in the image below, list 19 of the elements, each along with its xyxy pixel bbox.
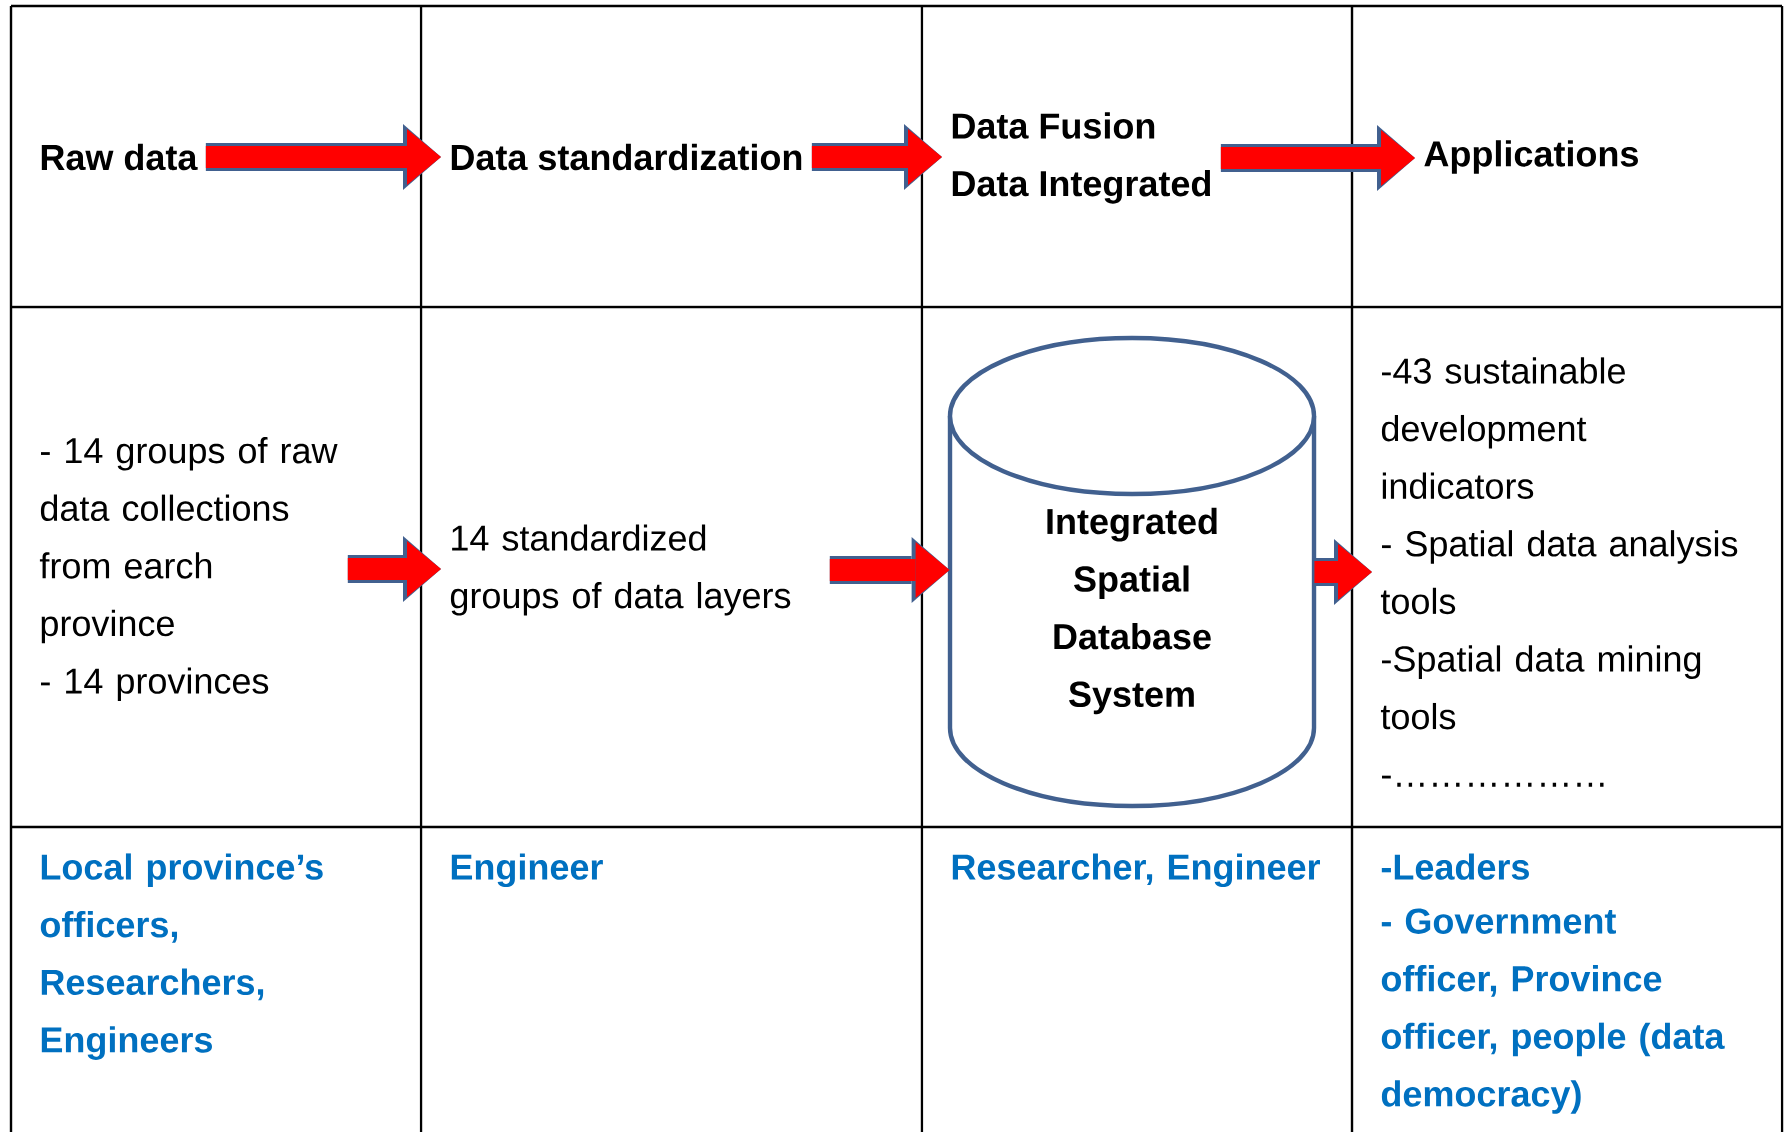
- description-text: -43 sustainable development indicators - Spatial data analysis tools -Spatial data mining tools -………………: [1380, 357, 1738, 787]
- block-arrow: [347, 536, 441, 602]
- role-text: - Government officer, Province officer, people (data democracy): [1381, 908, 1725, 1114]
- database-cylinder: Integrated Spatial Database System: [947, 335, 1317, 809]
- role-text: Engineer: [451, 853, 603, 888]
- block-arrow: [1220, 125, 1415, 191]
- description-text: 14 standardized groups of data layers: [450, 524, 791, 616]
- step-label: Applications: [1424, 140, 1638, 174]
- block-arrow: [811, 124, 942, 190]
- role-text: -Leaders: [1381, 853, 1529, 880]
- block-arrow: [1314, 539, 1372, 605]
- step-label: Data standardization: [451, 143, 802, 171]
- block-arrow: [205, 124, 441, 190]
- description-text: - 14 groups of raw data collections from earch province - 14 provinces: [39, 437, 338, 701]
- block-arrow: [829, 537, 950, 603]
- step-label: Raw data: [41, 143, 198, 171]
- step-label: Data Fusion Data Integrated: [952, 112, 1211, 204]
- role-text: Researcher, Engineer: [952, 853, 1320, 888]
- role-text: Local province’s officers, Researchers, Engineers: [40, 853, 323, 1060]
